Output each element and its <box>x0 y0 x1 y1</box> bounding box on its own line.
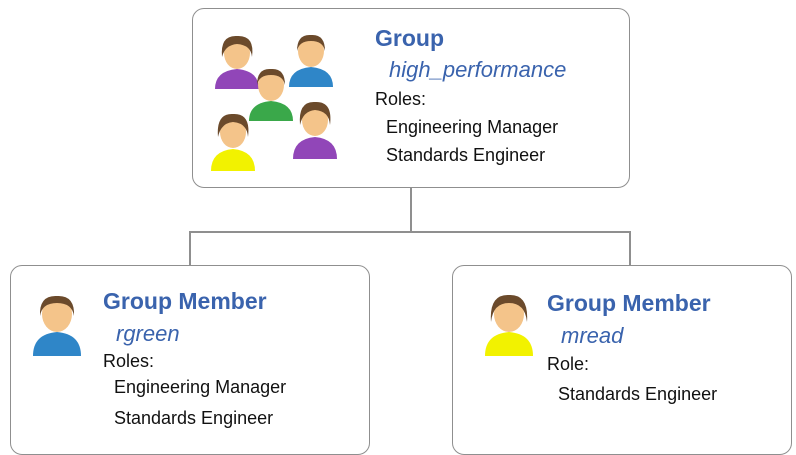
group-member-card-rgreen[interactable]: Group Member rgreen Roles: Engineering M… <box>10 265 370 455</box>
user-avatar-icon <box>485 294 533 356</box>
roles-label: Roles: <box>103 351 155 371</box>
roles-label: Role: <box>547 354 590 374</box>
member-name: mread <box>561 323 624 348</box>
role-item: Engineering Manager <box>114 377 287 397</box>
connector-vertical-right <box>629 231 631 265</box>
group-card[interactable]: Group high_performance Roles: Engineerin… <box>192 8 630 188</box>
user-avatar-icon <box>33 295 81 356</box>
group-people-icon <box>211 34 337 171</box>
group-name: high_performance <box>389 57 567 82</box>
connector-vertical-left <box>189 231 191 265</box>
person-icon <box>215 35 259 89</box>
person-icon <box>293 101 337 159</box>
roles-label: Roles: <box>375 89 427 109</box>
role-item: Standards Engineer <box>114 408 274 428</box>
role-item: Standards Engineer <box>386 145 546 165</box>
member-heading: Group Member <box>103 288 267 314</box>
connector-horizontal <box>189 231 630 233</box>
role-item: Engineering Manager <box>386 117 559 137</box>
role-item: Standards Engineer <box>558 384 718 404</box>
member-name: rgreen <box>116 321 180 346</box>
person-icon <box>211 113 255 171</box>
group-heading: Group <box>375 25 444 51</box>
person-icon <box>249 68 293 121</box>
group-member-card-mread[interactable]: Group Member mread Role: Standards Engin… <box>452 265 792 455</box>
member-heading: Group Member <box>547 290 711 316</box>
connector-vertical-top <box>410 188 412 232</box>
group-hierarchy-diagram: { "group": { "heading": "Group", "name":… <box>10 8 792 455</box>
person-icon <box>289 34 333 87</box>
